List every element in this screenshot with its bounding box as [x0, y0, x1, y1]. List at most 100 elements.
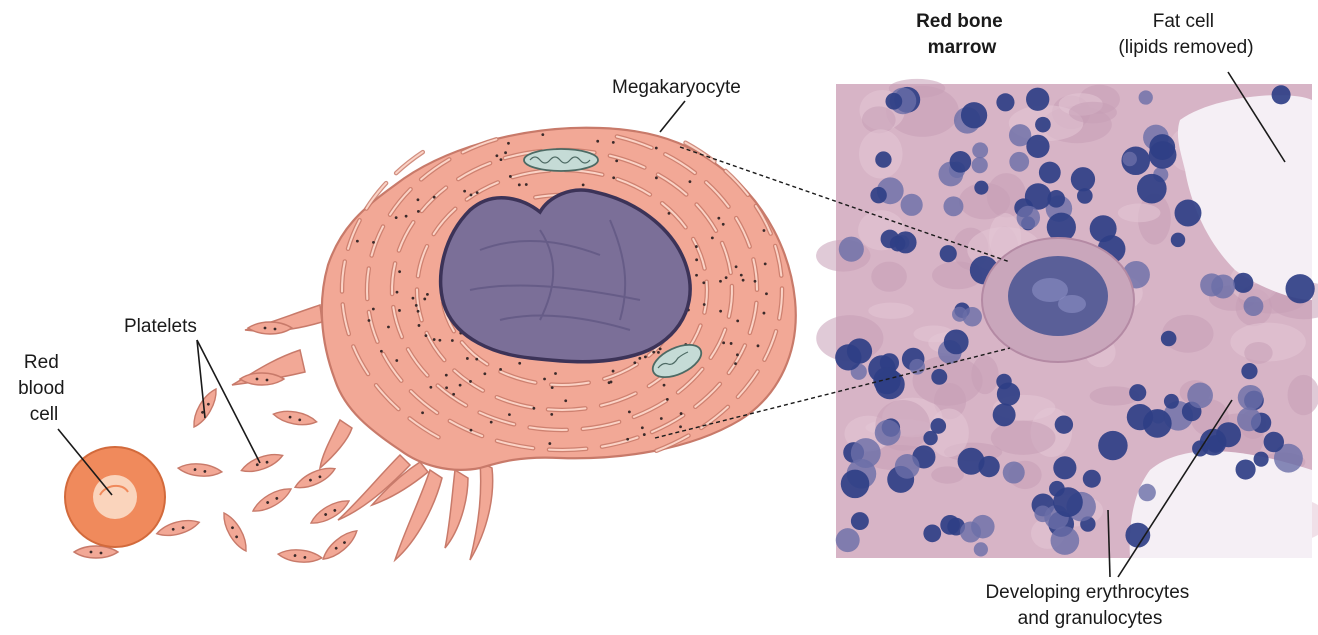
granule	[736, 353, 739, 356]
cell-nucleus	[1039, 162, 1061, 184]
granule	[483, 372, 486, 375]
platelet	[319, 526, 360, 563]
stain-blotch	[862, 106, 896, 133]
cell-nucleus	[1017, 206, 1040, 229]
cell-nucleus	[1161, 331, 1177, 347]
granule	[610, 381, 613, 384]
granule	[551, 386, 554, 389]
cell-nucleus	[1238, 385, 1263, 410]
platelet	[278, 548, 323, 564]
granule	[452, 393, 455, 396]
granule	[451, 339, 454, 342]
granule	[541, 133, 544, 136]
granule	[508, 413, 511, 416]
granule	[469, 380, 472, 383]
granule	[596, 140, 599, 143]
granule	[500, 158, 503, 161]
granule	[660, 417, 663, 420]
cell-nucleus	[1083, 470, 1101, 488]
cell-nucleus	[1286, 274, 1315, 303]
granule	[754, 280, 757, 283]
granule	[470, 429, 473, 432]
micrograph-megakaryocyte	[982, 238, 1134, 362]
granule	[582, 183, 585, 186]
granule	[426, 293, 429, 296]
granule	[507, 142, 510, 145]
stain-blotch	[1069, 102, 1117, 124]
cell-nucleus	[974, 181, 988, 195]
stain-blotch	[868, 303, 914, 319]
platelet-granule	[256, 378, 259, 381]
granule	[615, 160, 618, 163]
granule	[764, 262, 767, 265]
cell-nucleus	[835, 344, 861, 370]
cell-nucleus	[1237, 407, 1261, 431]
stain-blotch	[971, 355, 998, 394]
granule	[612, 141, 615, 144]
granule	[368, 319, 371, 322]
granule	[509, 175, 512, 178]
granule	[719, 280, 722, 283]
granule	[532, 407, 535, 410]
granule	[412, 297, 415, 300]
cell-nucleus	[1211, 275, 1235, 299]
granule	[763, 312, 766, 315]
platelet-body	[293, 463, 338, 492]
cell-nucleus	[972, 142, 988, 158]
stain-blotch	[1118, 203, 1161, 222]
platelet-body	[219, 510, 251, 554]
granule	[425, 334, 428, 337]
cell-nucleus	[895, 454, 920, 479]
cell-nucleus	[1171, 233, 1185, 247]
granule	[765, 292, 768, 295]
granule	[734, 362, 737, 365]
platelet	[272, 408, 317, 427]
red-blood-cell	[65, 447, 165, 547]
cell-nucleus	[1053, 487, 1083, 517]
cell-nucleus	[885, 93, 902, 110]
platelet-body	[155, 517, 201, 540]
red-bone-marrow-label: Red bone marrow	[916, 11, 1008, 58]
cell-nucleus	[881, 230, 900, 249]
granule	[543, 378, 546, 381]
granule	[445, 374, 448, 377]
granule	[490, 421, 493, 424]
granule	[655, 176, 658, 179]
granule	[689, 180, 692, 183]
cell-nucleus	[1187, 383, 1213, 409]
cell-nucleus	[1026, 135, 1049, 158]
platelet-body	[189, 386, 221, 430]
granule	[735, 265, 738, 268]
bone-marrow-micrograph	[816, 79, 1318, 558]
cell-nucleus	[1244, 296, 1264, 316]
granule	[564, 399, 567, 402]
cell-nucleus	[972, 157, 988, 173]
granule	[612, 176, 615, 179]
cell-nucleus	[1051, 526, 1080, 555]
red-blood-cell-label: Red blood cell	[18, 352, 70, 425]
granule	[666, 398, 669, 401]
platelet-body	[272, 408, 317, 427]
granule	[548, 442, 551, 445]
granule	[695, 245, 698, 248]
granule	[518, 362, 521, 365]
granule	[612, 370, 615, 373]
granule	[417, 198, 420, 201]
developing-cells-label: Developing erythrocytes and granulocytes	[985, 582, 1194, 629]
cell-nucleus	[1035, 117, 1051, 133]
granule	[703, 303, 706, 306]
granule	[417, 310, 420, 313]
cell-nucleus	[909, 359, 925, 375]
granule	[711, 236, 714, 239]
cell-nucleus	[1236, 459, 1256, 479]
granule	[736, 319, 739, 322]
platelet-granule	[100, 552, 103, 555]
granule	[418, 324, 421, 327]
granule	[417, 210, 420, 213]
cell-nucleus	[1241, 363, 1257, 379]
platelet-granule	[90, 551, 93, 554]
granule	[396, 291, 399, 294]
granule	[518, 183, 521, 186]
cell-nucleus	[1098, 431, 1127, 460]
granule	[398, 309, 401, 312]
